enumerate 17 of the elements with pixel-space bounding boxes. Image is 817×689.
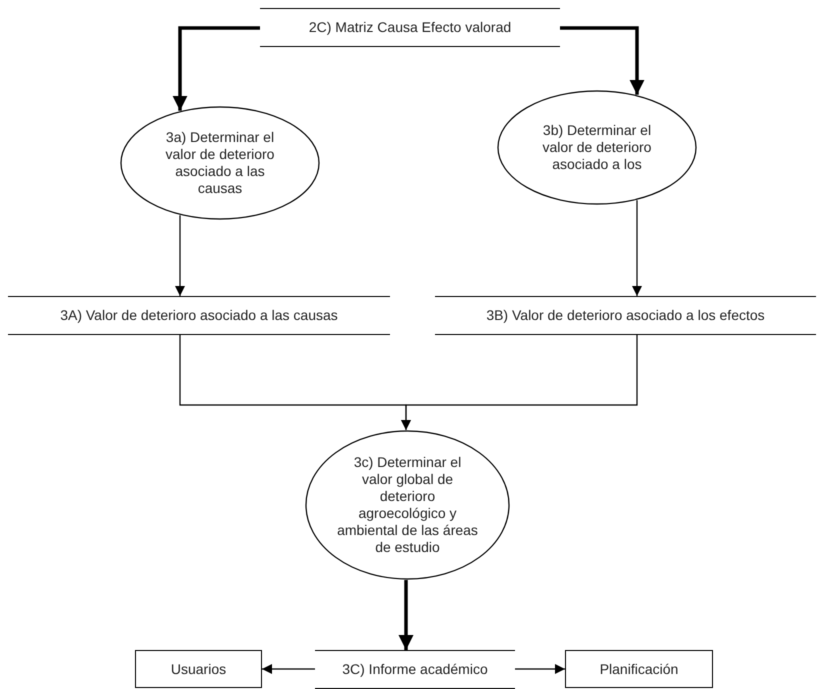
data-store: 3B) Valor de deterioro asociado a los efectos (435, 296, 816, 335)
entity-box: Usuarios (135, 650, 262, 688)
arrow (560, 26, 644, 95)
data-store: 2C) Matriz Causa Efecto valorad (260, 8, 560, 47)
process-ellipse: 3a) Determinar el valor de deterioro asociado a las causas (120, 106, 320, 220)
arrow (172, 26, 260, 111)
arrow (632, 200, 642, 296)
arrow (175, 215, 185, 296)
arrow (398, 580, 414, 650)
arrow (262, 664, 315, 674)
data-store: 3A) Valor de deterioro asociado a las causas (8, 296, 390, 335)
entity-box: Planificación (565, 650, 713, 688)
data-store: 3C) Informe académico (315, 650, 515, 689)
process-ellipse: 3b) Determinar el valor de deterioro asociado a los (497, 90, 697, 205)
process-ellipse: 3c) Determinar el valor global de deterioro agroecológico y ambiental de las áreas de estudio (305, 430, 510, 580)
arrow (401, 335, 638, 430)
arrow (515, 664, 565, 674)
